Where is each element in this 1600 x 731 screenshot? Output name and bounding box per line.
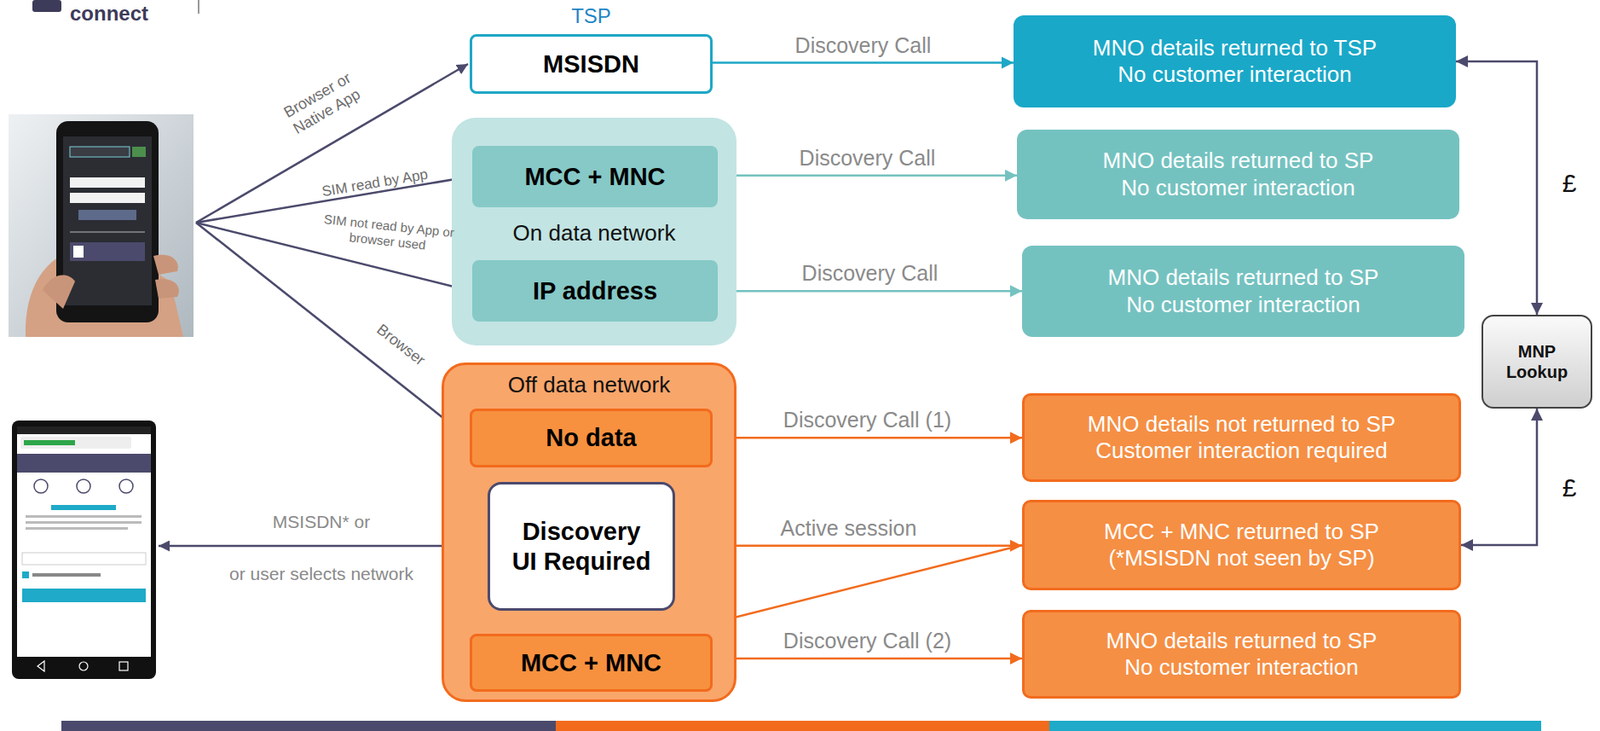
phone-arrows bbox=[158, 63, 486, 546]
phone-screenshot bbox=[11, 420, 156, 679]
box-text: MCC + MNC returned to SP bbox=[1103, 518, 1380, 545]
logo-text: connect bbox=[69, 1, 149, 27]
footer-stripe bbox=[1049, 720, 1542, 731]
box-text: No customer interaction bbox=[1126, 291, 1361, 318]
box-text: IP address bbox=[532, 276, 658, 307]
identifier-box: MCC + MNC bbox=[469, 633, 713, 692]
result-box: MNO details returned to SPNo customer in… bbox=[1022, 609, 1462, 699]
box-text: MNO details returned to SP bbox=[1103, 147, 1375, 174]
lookup-box: MNP Lookup bbox=[1481, 314, 1593, 409]
footer-stripe bbox=[61, 720, 556, 731]
ui-box: Discovery UI Required bbox=[487, 481, 676, 611]
edge-label: Discovery Call bbox=[795, 32, 932, 58]
box-text: MNO details not returned to SP bbox=[1087, 410, 1396, 438]
connector bbox=[717, 174, 1017, 178]
footer-stripe bbox=[555, 720, 1050, 731]
box-text: (*MSISDN not seen by SP) bbox=[1108, 544, 1375, 572]
identifier-box: IP address bbox=[472, 259, 718, 322]
box-text: Customer interaction required bbox=[1095, 437, 1388, 464]
box-text: No customer interaction bbox=[1124, 653, 1359, 681]
identifier-box: No data bbox=[469, 408, 713, 468]
edge-label: Active session bbox=[780, 514, 918, 541]
path-label: Browser bbox=[372, 320, 428, 370]
box-text: MCC + MNC bbox=[520, 647, 662, 678]
box-text: MCC + MNC bbox=[524, 161, 665, 192]
network-group: Off data network No dataDiscovery UI Requ… bbox=[441, 362, 737, 702]
path-label: SIM not read by App or browser used bbox=[311, 210, 464, 257]
input-label: MSISDN* or bbox=[272, 510, 370, 532]
connector bbox=[717, 289, 1023, 293]
path-label: SIM read by App bbox=[320, 166, 429, 202]
box-text: MSISDN bbox=[542, 49, 640, 80]
connector bbox=[712, 436, 1023, 439]
connector bbox=[712, 61, 1014, 64]
charge-symbol: £ bbox=[1562, 167, 1577, 199]
input-label: or user selects network bbox=[229, 562, 414, 584]
result-box: MNO details returned to SPNo customer in… bbox=[1022, 245, 1465, 337]
result-box: MNO details returned to SPNo customer in… bbox=[1016, 129, 1460, 220]
edge-label: Discovery Call (2) bbox=[783, 627, 952, 653]
edge-label: Discovery Call (1) bbox=[783, 406, 952, 433]
box-text: Off data network bbox=[444, 371, 734, 398]
identifier-box: MCC + MNC bbox=[472, 145, 718, 208]
box-text: On data network bbox=[451, 219, 737, 246]
box-text: MNO details returned to TSP bbox=[1092, 34, 1377, 62]
result-box: MCC + MNC returned to SP(*MSISDN not see… bbox=[1022, 499, 1462, 590]
box-text: MNO details returned to SP bbox=[1106, 627, 1378, 654]
endpoint-box: TSPMSISDN bbox=[469, 34, 713, 94]
connector bbox=[712, 657, 1023, 660]
network-group: On data network MCC + MNC IP address bbox=[451, 117, 737, 346]
charge-symbol: £ bbox=[1562, 472, 1577, 503]
result-box: MNO details returned to TSPNo customer i… bbox=[1013, 15, 1456, 108]
box-text: Discovery UI Required bbox=[507, 516, 657, 577]
box-text: No customer interaction bbox=[1120, 174, 1356, 202]
box-text: MNP Lookup bbox=[1498, 340, 1576, 382]
box-text: No customer interaction bbox=[1117, 61, 1352, 88]
box-text: MNO details returned to SP bbox=[1108, 264, 1380, 291]
connector bbox=[1461, 408, 1537, 545]
edge-label: Discovery Call bbox=[802, 259, 939, 286]
logo-divider bbox=[197, 0, 200, 14]
box-text: TSP bbox=[472, 4, 711, 29]
result-box: MNO details not returned to SPCustomer i… bbox=[1022, 392, 1462, 482]
box-text: No data bbox=[545, 422, 636, 453]
phone-photo bbox=[8, 114, 194, 337]
edge-label: Discovery Call bbox=[799, 144, 936, 171]
logo-icon bbox=[32, 0, 62, 12]
path-label: Browser or Native App bbox=[272, 64, 373, 144]
connector bbox=[1455, 61, 1537, 315]
